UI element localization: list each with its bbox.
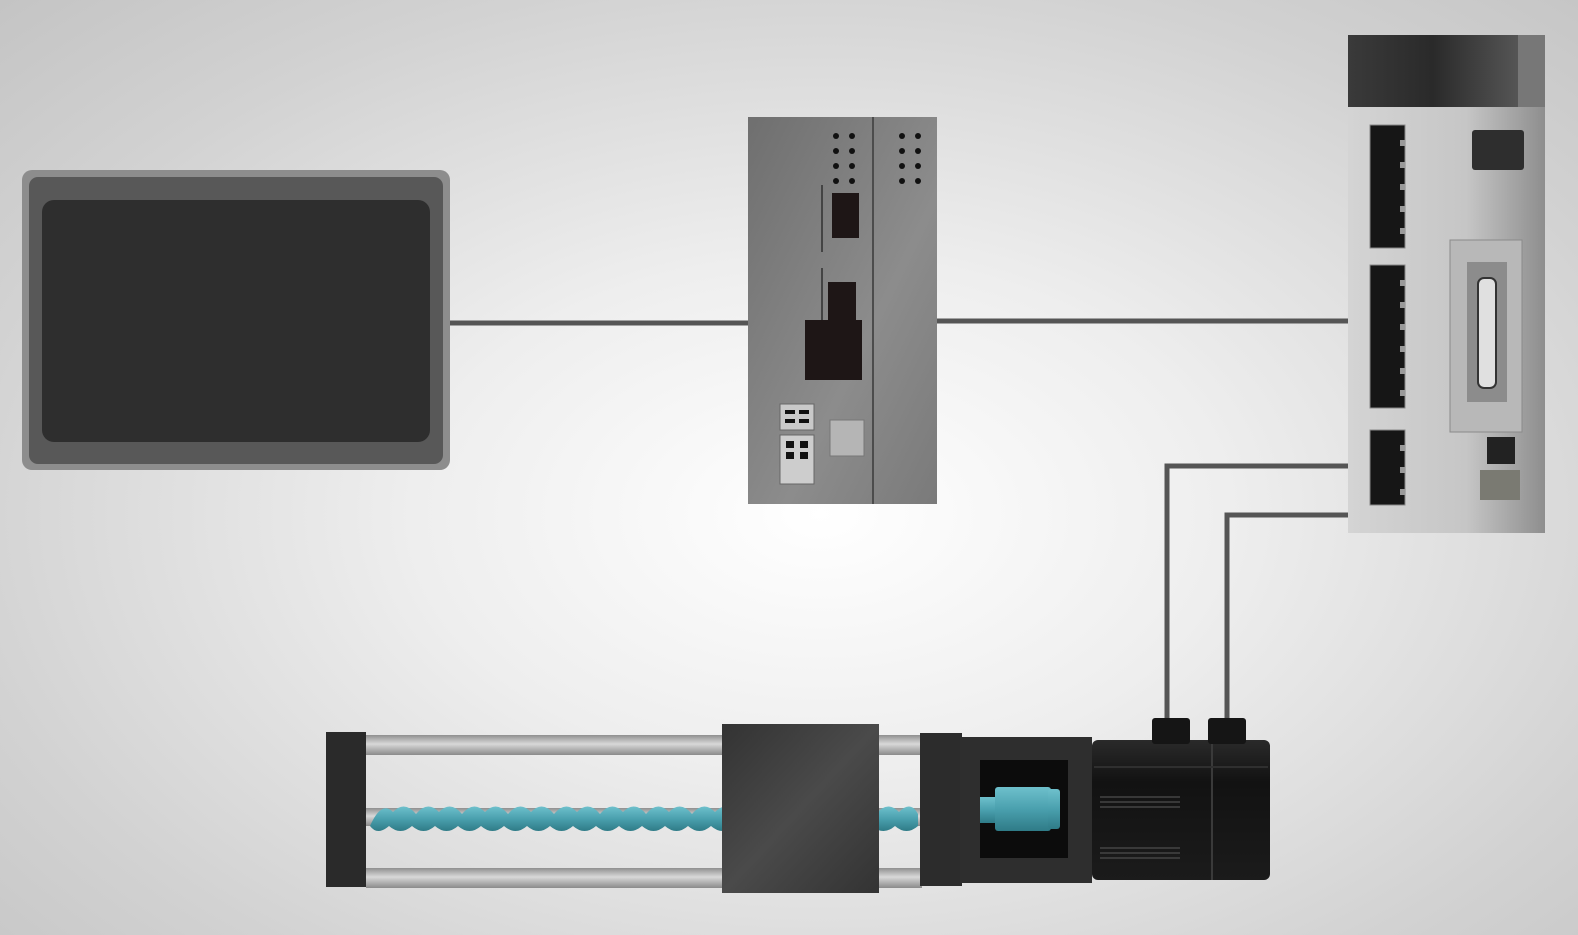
drive-connector — [1369, 264, 1406, 409]
connector-pin — [1400, 445, 1405, 451]
led-dot — [899, 178, 905, 184]
connector-pin — [1400, 324, 1405, 330]
led-dot — [915, 133, 921, 139]
linear-actuator — [326, 724, 1092, 893]
led-dot — [833, 148, 839, 154]
plc-ethernet-port — [828, 282, 856, 322]
plc-controller — [748, 117, 937, 504]
connector-pin — [1400, 280, 1405, 286]
connector-pin — [1400, 162, 1405, 168]
hmi-screen — [42, 200, 430, 442]
led-dot — [833, 163, 839, 169]
led-dot — [833, 178, 839, 184]
connector-pin — [1400, 390, 1405, 396]
led-dot — [915, 178, 921, 184]
connector-pin — [1400, 346, 1405, 352]
led-dot — [849, 178, 855, 184]
connector-pin — [1400, 489, 1405, 495]
end-cap — [326, 732, 366, 887]
connector-pin — [1400, 368, 1405, 374]
led-dot — [849, 148, 855, 154]
connector-pin — [1400, 302, 1405, 308]
connector-pin — [1400, 228, 1405, 234]
connector-pin — [1400, 206, 1405, 212]
servo-drive — [1348, 35, 1545, 533]
servo-motor — [1092, 718, 1270, 880]
cable-motor-encoder — [1224, 512, 1348, 720]
led-dot — [915, 148, 921, 154]
led-dot — [899, 148, 905, 154]
connector-pin — [1400, 184, 1405, 190]
hmi-touch-panel — [22, 170, 450, 470]
led-dot — [899, 163, 905, 169]
drive-connector — [1369, 124, 1406, 249]
plc-port — [832, 193, 859, 238]
connector-pin — [1400, 467, 1405, 473]
led-dot — [915, 163, 921, 169]
drive-connector — [1369, 429, 1406, 506]
led-dot — [849, 133, 855, 139]
led-dot — [899, 133, 905, 139]
motor-encoder-connector — [1208, 718, 1246, 744]
drive-usb-port — [1477, 277, 1497, 389]
carriage — [722, 724, 879, 893]
cables — [450, 318, 1348, 720]
led-dot — [833, 133, 839, 139]
led-dot — [849, 163, 855, 169]
motor-power-connector — [1152, 718, 1190, 744]
plc-led-dots — [833, 133, 921, 184]
cable-motor-power — [1164, 463, 1348, 720]
end-plate — [920, 733, 962, 886]
connector-pin — [1400, 140, 1405, 146]
